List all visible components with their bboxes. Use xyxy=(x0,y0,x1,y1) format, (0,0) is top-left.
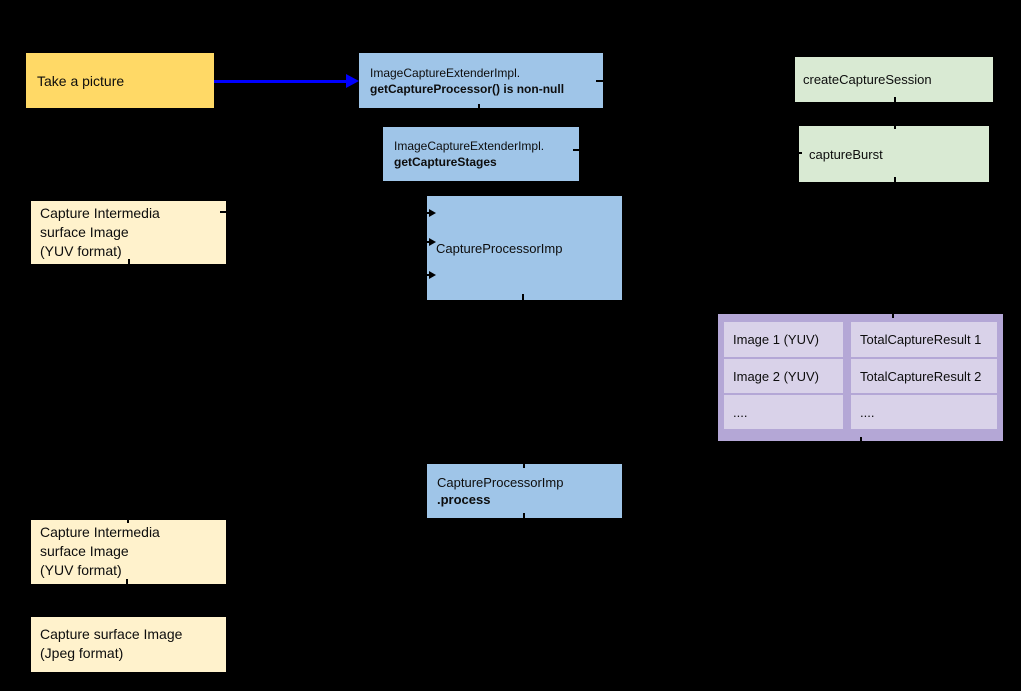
table-cell-image-more: .... xyxy=(724,395,843,429)
node-capture-burst: captureBurst xyxy=(799,126,989,182)
node-label-line2: getCaptureStages xyxy=(394,155,497,169)
connector-tick xyxy=(596,80,604,82)
node-label-line2: surface Image xyxy=(40,224,129,240)
connector-arrowhead-icon xyxy=(424,238,436,246)
connector-tick xyxy=(794,152,802,154)
arrow-shaft xyxy=(214,80,347,83)
table-cell-image-2: Image 2 (YUV) xyxy=(724,359,843,393)
connector-tick xyxy=(860,437,862,445)
node-label-line1: ImageCaptureExtenderImpl. xyxy=(370,66,521,80)
node-label: createCaptureSession xyxy=(803,72,932,87)
connector-tick xyxy=(894,177,896,185)
node-get-capture-stages: ImageCaptureExtenderImpl. getCaptureStag… xyxy=(383,127,579,181)
node-get-capture-processor: ImageCaptureExtenderImpl. getCaptureProc… xyxy=(359,53,603,108)
table-cell-result-2: TotalCaptureResult 2 xyxy=(851,359,997,393)
node-label: Take a picture xyxy=(37,72,125,89)
connector-tick xyxy=(894,97,896,105)
node-capture-processor-process: CaptureProcessorImp .process xyxy=(427,464,622,518)
node-capture-surface-jpeg: Capture surface Image (Jpeg format) xyxy=(31,617,226,672)
connector-tick xyxy=(478,104,480,112)
connector-tick xyxy=(894,121,896,129)
flow-arrow xyxy=(214,74,359,89)
node-label: CaptureProcessorImp xyxy=(436,240,563,256)
connector-tick xyxy=(220,211,228,213)
node-create-capture-session: createCaptureSession xyxy=(795,57,993,102)
node-label-line1: Capture surface Image xyxy=(40,626,183,642)
connector-tick xyxy=(573,149,581,151)
node-label-line1: ImageCaptureExtenderImpl. xyxy=(394,139,545,153)
connector-tick xyxy=(523,460,525,468)
node-capture-intermedia-surface-bottom: Capture Intermedia surface Image (YUV fo… xyxy=(31,520,226,584)
table-cell-image-1: Image 1 (YUV) xyxy=(724,322,843,357)
node-label-line2: .process xyxy=(437,492,491,507)
node-label-line2: (Jpeg format) xyxy=(40,645,124,661)
connector-arrowhead-icon xyxy=(424,271,436,279)
arrow-head-icon xyxy=(346,74,359,88)
node-label-line2: surface Image xyxy=(40,543,129,559)
node-label-line3: (YUV format) xyxy=(40,562,122,578)
connector-tick xyxy=(127,515,129,523)
table-cell-result-more: .... xyxy=(851,395,997,429)
connector-tick xyxy=(128,259,130,267)
connector-tick xyxy=(126,579,128,587)
node-label-line1: Capture Intermedia xyxy=(40,524,160,540)
node-label-line3: (YUV format) xyxy=(40,243,122,259)
connector-tick xyxy=(522,294,524,302)
connector-tick xyxy=(892,310,894,318)
node-capture-intermedia-surface-top: Capture Intermedia surface Image (YUV fo… xyxy=(31,201,226,264)
node-label-line1: Capture Intermedia xyxy=(40,205,160,221)
node-label-line1: CaptureProcessorImp xyxy=(437,475,564,490)
node-label-line2: getCaptureProcessor() is non-null xyxy=(370,82,565,96)
node-label: captureBurst xyxy=(809,146,883,162)
table-cell-result-1: TotalCaptureResult 1 xyxy=(851,322,997,357)
connector-arrowhead-icon xyxy=(424,209,436,217)
node-take-a-picture: Take a picture xyxy=(26,53,214,108)
burst-results-table: Image 1 (YUV) TotalCaptureResult 1 Image… xyxy=(718,314,1003,441)
node-capture-processor-imp: CaptureProcessorImp xyxy=(427,196,622,300)
connector-tick xyxy=(523,513,525,521)
